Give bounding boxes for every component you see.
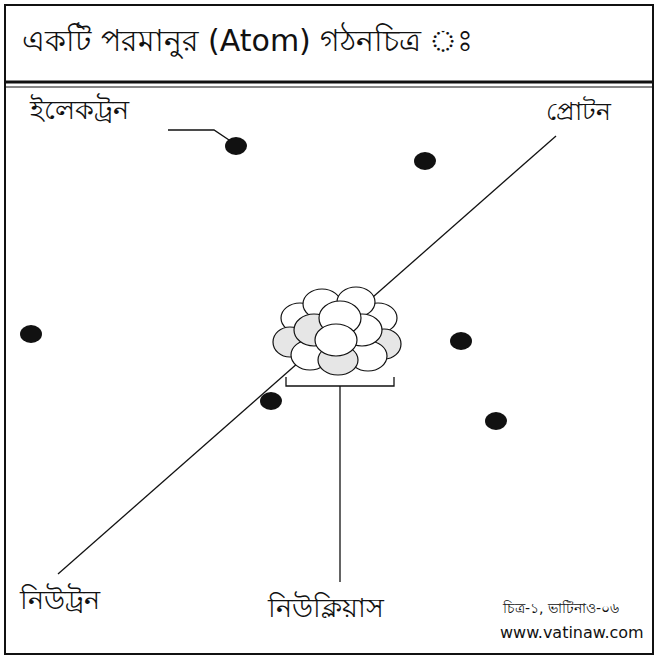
- title-rule: [5, 81, 653, 84]
- part-label: ইলেকট্রন: [30, 94, 129, 125]
- electrons: [20, 137, 507, 430]
- part-label: প্রোটন: [546, 98, 611, 127]
- frame: [5, 5, 653, 654]
- title: একটি পরমানুর (Atom) গঠনচিত্র ঃ: [22, 24, 473, 59]
- nucleus: [273, 287, 401, 375]
- bracket: [286, 377, 394, 386]
- caption: চিত্র-১, ভাটিনাও-০৬: [503, 600, 619, 616]
- part-label: নিউট্রন: [20, 584, 100, 615]
- website-label: www.vatinaw.com: [500, 624, 644, 642]
- part-label: নিউক্লিয়াস: [268, 592, 384, 623]
- leader-line: [58, 136, 556, 574]
- leader-line: [168, 130, 232, 142]
- title-rule: [5, 87, 653, 88]
- leader-line: [339, 386, 340, 582]
